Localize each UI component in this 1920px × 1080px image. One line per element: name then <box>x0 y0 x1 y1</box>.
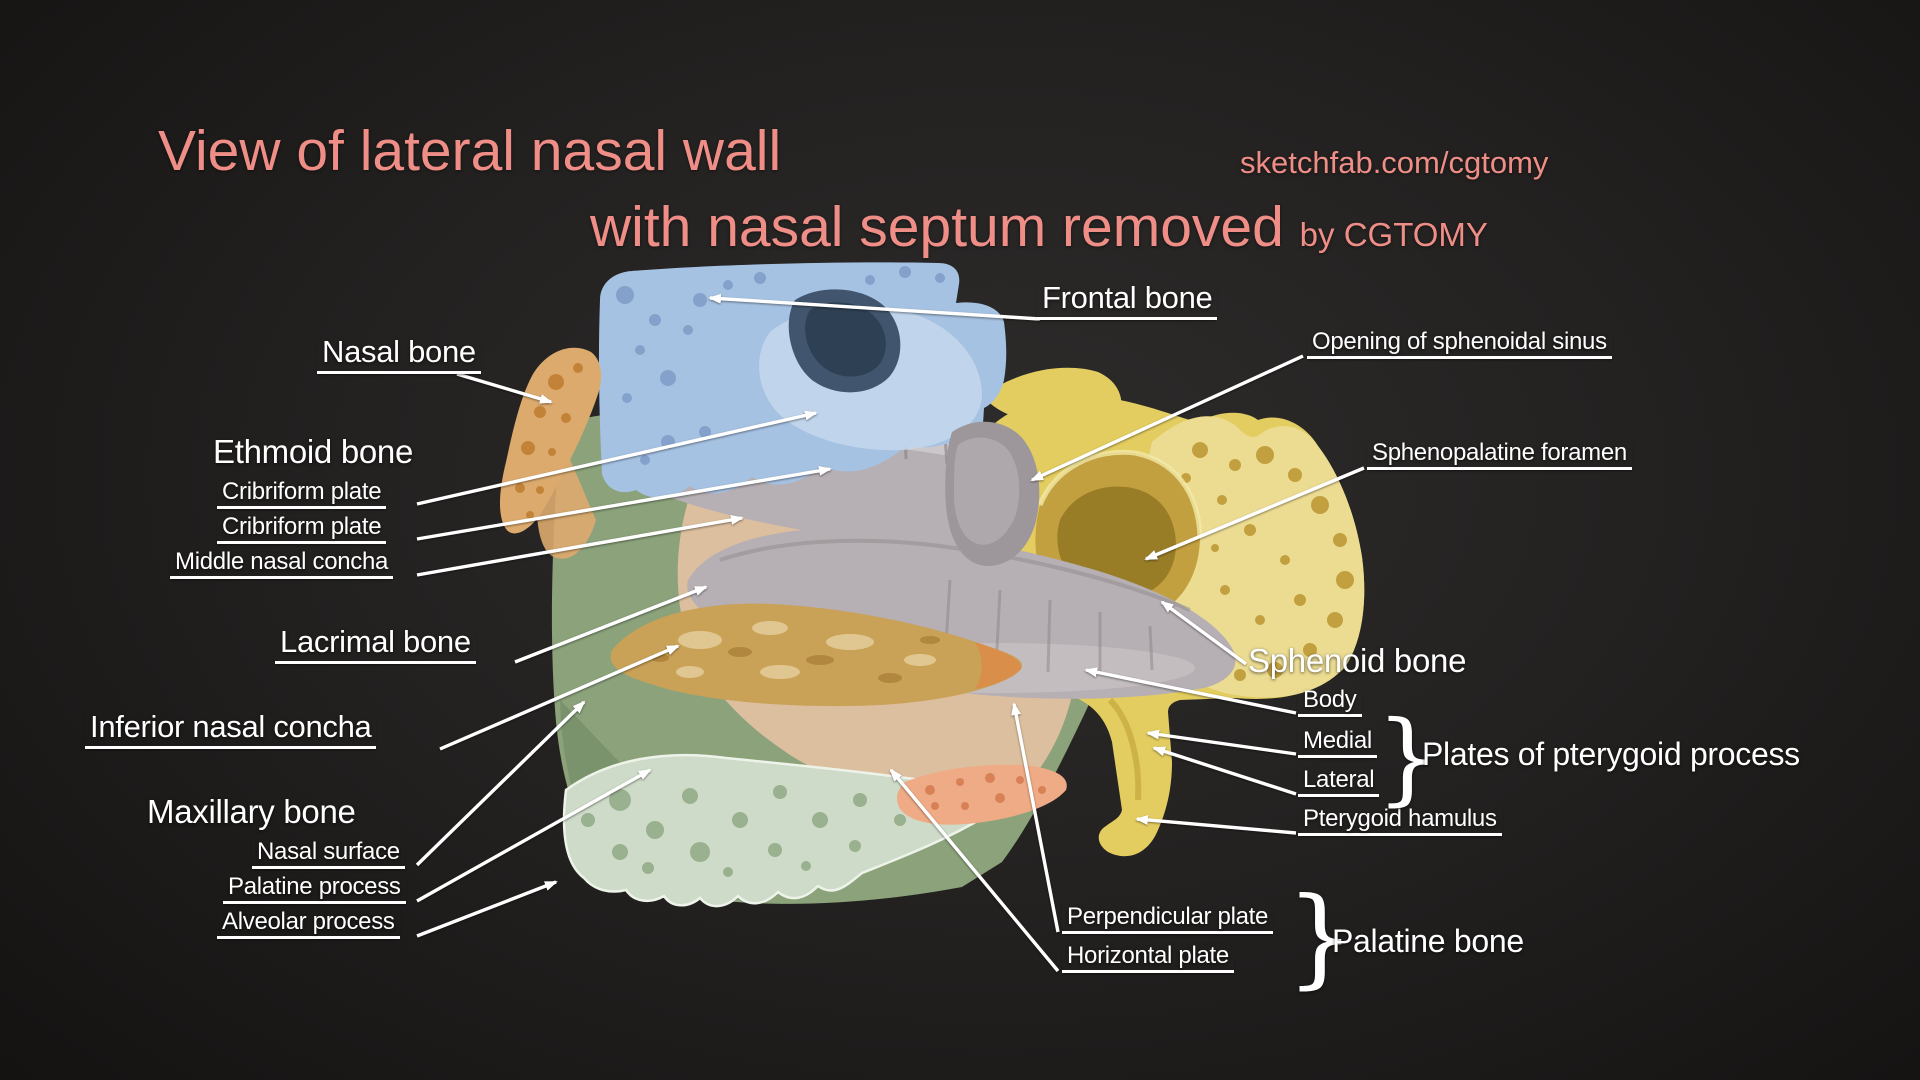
slide-title-line1: View of lateral nasal wall <box>158 119 782 183</box>
label-medial-plate: Medial <box>1298 728 1377 759</box>
label-horizontal-plate: Horizontal plate <box>1062 943 1234 974</box>
perpendicular-plate-leader <box>1011 702 1060 933</box>
label-inferior-nasal-concha: Inferior nasal concha <box>85 710 377 749</box>
label-palatine-bone: Palatine bone <box>1332 923 1524 959</box>
ethmoid-posterior-region <box>945 421 1040 567</box>
inferior-nasal-concha-leader <box>439 644 680 751</box>
label-sphenopalatine-foramen: Sphenopalatine foramen <box>1367 440 1632 471</box>
medial-plate-leader <box>1146 729 1297 756</box>
body-leader <box>1084 667 1297 715</box>
palatine-brace: } <box>1286 875 1355 1000</box>
cribriform-plate-2-leader <box>416 465 832 541</box>
frontal-bone-leader <box>708 293 1041 321</box>
label-alveolar-process: Alveolar process <box>217 909 400 940</box>
label-sphenoid-bone: Sphenoid bone <box>1248 642 1467 679</box>
alveolar-process-leader <box>416 880 558 938</box>
label-perpendicular-plate: Perpendicular plate <box>1062 904 1274 935</box>
label-nasal-bone: Nasal bone <box>317 335 481 374</box>
pterygoid-hamulus-leader <box>1135 814 1297 835</box>
palatine-bone-region <box>897 764 1067 825</box>
palatine-process-leader <box>416 768 652 903</box>
label-lateral-plate: Lateral <box>1298 767 1380 798</box>
lacrimal-bone-leader <box>514 585 708 664</box>
middle-nasal-concha-leader <box>416 514 744 577</box>
inferior-nasal-concha-region <box>610 603 1023 707</box>
sphenoid-bone-leader <box>1160 600 1248 666</box>
nasal-bone-leader <box>456 372 553 404</box>
opening-sphenoidal-sinus-leader <box>1030 354 1304 482</box>
leader-lines <box>415 293 1365 973</box>
nasal-surface-leader <box>415 700 586 867</box>
horizontal-plate-leader <box>889 768 1060 973</box>
label-opening-sphenoidal-sinus: Opening of sphenoidal sinus <box>1307 329 1612 360</box>
label-plates-of-pterygoid-process: Plates of pterygoid process <box>1422 736 1800 772</box>
credit-url: sketchfab.com/cgtomy <box>1240 145 1549 180</box>
byline: by CGTOMY <box>1299 216 1488 253</box>
label-frontal-bone: Frontal bone <box>1037 281 1218 320</box>
label-maxillary-bone: Maxillary bone <box>147 793 356 830</box>
label-cribriform-plate-1: Cribriform plate <box>217 479 387 510</box>
sphenopalatine-foramen-leader <box>1144 466 1365 561</box>
lateral-plate-leader <box>1152 746 1297 796</box>
label-middle-nasal-concha: Middle nasal concha <box>170 549 394 580</box>
label-palatine-process: Palatine process <box>223 874 406 905</box>
label-pterygoid-hamulus: Pterygoid hamulus <box>1298 806 1502 837</box>
pterygoid-brace: } <box>1376 699 1440 816</box>
label-nasal-surface: Nasal surface <box>252 839 405 870</box>
slide-title-line2: with nasal septum removed by CGTOMY <box>590 195 1488 259</box>
label-lacrimal-bone: Lacrimal bone <box>275 625 476 664</box>
label-sphenoid-body: Body <box>1298 687 1362 718</box>
label-ethmoid-bone: Ethmoid bone <box>213 433 414 470</box>
label-cribriform-plate-2: Cribriform plate <box>217 514 387 545</box>
cribriform-plate-1-leader <box>416 410 818 506</box>
